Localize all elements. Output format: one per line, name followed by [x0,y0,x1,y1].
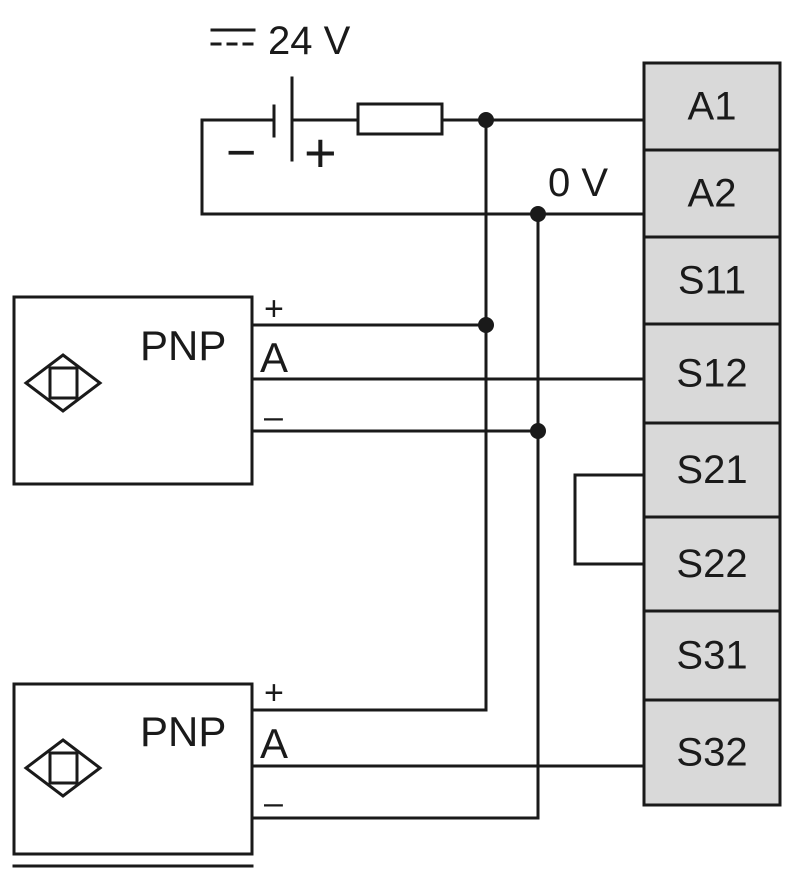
supply-voltage-label: 24 V [268,19,351,63]
zero-volt-label: 0 V [548,161,608,205]
proximity-sensor-icon [23,353,103,413]
dc-symbol-icon [210,28,256,46]
sensor-1-type-label: PNP [140,322,226,369]
terminal-cell [642,515,782,613]
battery-minus-label: − [226,124,256,182]
proximity-sensor-icon [23,738,103,798]
sensor-1-housing [12,295,254,486]
battery-icon [272,76,294,162]
supply-wires [200,118,646,820]
terminal-s21: S21 [642,421,782,519]
terminal-s31: S31 [642,609,782,702]
terminal-label: A1 [688,85,737,129]
terminal-cell [642,698,782,807]
sensor-2-housing [12,682,254,856]
terminal-cell [642,148,782,239]
terminal-a2: A2 [642,148,782,239]
terminal-label: S31 [676,634,747,678]
sensor-2-output-label: A [260,720,288,767]
terminal-label: S21 [676,448,747,492]
sensor-2-plus-label: + [264,674,284,712]
terminal-s12: S12 [642,322,782,425]
terminal-label: S11 [678,259,746,303]
terminal-label: S32 [676,731,747,775]
terminal-a1: A1 [642,61,782,152]
sensor-1-plus-label: + [264,290,284,328]
terminal-label: S22 [676,542,747,586]
terminal-cell [642,322,782,425]
terminal-label: S12 [676,352,747,396]
terminal-s22: S22 [642,515,782,613]
sensor-1-output-label: A [260,334,288,381]
terminal-s32: S32 [642,698,782,807]
sensor-2-minus-label: – [264,784,283,822]
fuse-icon [356,102,444,136]
sensor-2-type-label: PNP [140,708,226,755]
jumper-wire [573,473,646,566]
terminal-label: A2 [688,172,737,216]
terminal-cell [642,61,782,152]
sensor-1: PNP + A – [12,290,646,486]
sensor-2: PNP + A – [12,674,646,856]
battery-plus-label: + [304,121,337,184]
junction-dots [478,112,546,439]
terminal-cell [642,609,782,702]
sensor-1-minus-label: – [264,398,283,436]
terminal-s11: S11 [642,235,782,326]
